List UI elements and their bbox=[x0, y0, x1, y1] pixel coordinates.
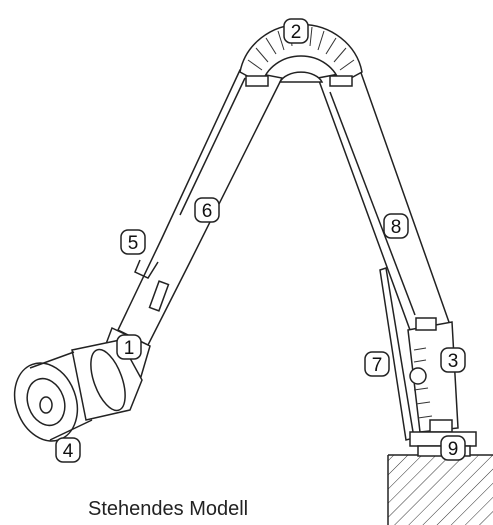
callout-2: 2 bbox=[283, 18, 309, 44]
mounting-base bbox=[387, 454, 493, 525]
svg-text:6: 6 bbox=[202, 201, 213, 222]
caption: Stehendes Modell bbox=[88, 498, 249, 520]
callout-6: 6 bbox=[194, 197, 220, 223]
hood-4 bbox=[13, 339, 143, 442]
callout-7: 7 bbox=[364, 351, 390, 377]
svg-text:9: 9 bbox=[448, 439, 459, 460]
clamp-5 bbox=[134, 259, 170, 312]
svg-text:8: 8 bbox=[391, 217, 402, 238]
callout-3: 3 bbox=[440, 347, 466, 373]
svg-text:3: 3 bbox=[448, 351, 459, 372]
callout-1: 1 bbox=[116, 334, 142, 360]
svg-text:2: 2 bbox=[291, 22, 302, 43]
joint-2 bbox=[239, 23, 363, 87]
svg-text:1: 1 bbox=[124, 338, 135, 359]
callout-5: 5 bbox=[120, 229, 146, 255]
callout-8: 8 bbox=[383, 213, 409, 239]
svg-text:5: 5 bbox=[128, 233, 139, 254]
svg-text:4: 4 bbox=[63, 441, 74, 462]
joint-3 bbox=[407, 317, 459, 433]
svg-text:7: 7 bbox=[372, 355, 383, 376]
callout-4: 4 bbox=[55, 437, 81, 463]
callout-9: 9 bbox=[440, 435, 466, 461]
